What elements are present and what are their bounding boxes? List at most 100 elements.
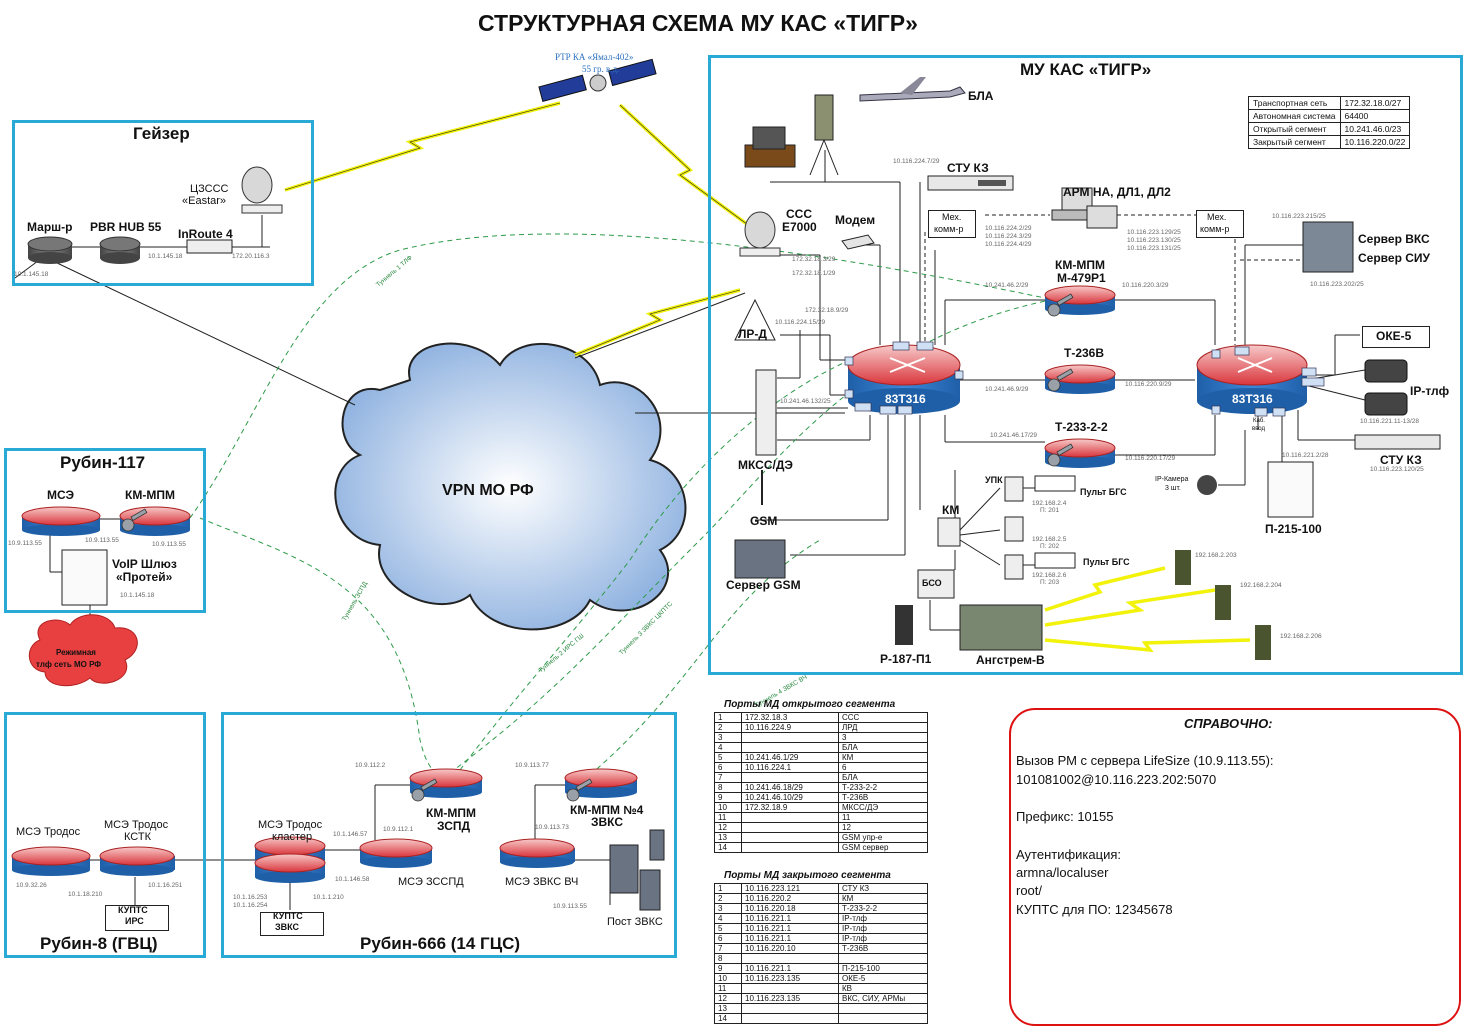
angstrem-label: Ангстрем-В bbox=[976, 653, 1045, 667]
r187-label: Р-187-П1 bbox=[880, 652, 932, 666]
ip-label: 10.116.223.129/25 bbox=[1127, 229, 1181, 236]
reference-line: root/ bbox=[1016, 883, 1043, 898]
ip-label: 192.168.2.206 bbox=[1280, 633, 1322, 640]
table-row: 14 bbox=[714, 1013, 928, 1024]
geyser-title: Гейзер bbox=[133, 124, 190, 143]
mech-label: Мех. bbox=[1207, 212, 1227, 222]
kupts-label2: ЗВКС bbox=[275, 922, 300, 932]
km4-label2: ЗВКС bbox=[591, 815, 624, 829]
ip-label: 10.241.46.9/29 bbox=[985, 386, 1029, 393]
vpn-cloud bbox=[334, 342, 687, 631]
pult-label: Пульт БГС bbox=[1080, 487, 1127, 497]
mech-label: комм-р bbox=[1200, 224, 1230, 234]
kupts-label: КУПТС bbox=[118, 905, 148, 915]
mu-panel bbox=[708, 55, 1463, 675]
modem-label: Модем bbox=[835, 213, 876, 227]
sss-label: ССС bbox=[786, 207, 812, 221]
km-label: КМ bbox=[942, 503, 960, 517]
radio-outline bbox=[284, 102, 756, 356]
mse-trodos-label: МСЭ Тродос bbox=[16, 826, 81, 838]
pbr-label: PBR HUB 55 bbox=[90, 220, 162, 234]
ip-label: 10.116.220.17/29 bbox=[1125, 455, 1176, 462]
mse-zspd-label: МСЭ ЗССПД bbox=[398, 876, 464, 888]
bla-label: БЛА bbox=[968, 89, 994, 103]
ip-label: 192.168.2.204 bbox=[1240, 582, 1282, 589]
closed-ports-title: Порты МД закрытого сегмента bbox=[724, 870, 891, 881]
iptlf-label: IP-тлф bbox=[1410, 384, 1450, 398]
ip-label: 10.116.221.2/28 bbox=[1282, 452, 1329, 459]
reference-line: Аутентификация: bbox=[1016, 847, 1121, 862]
kupts-zvks-box bbox=[260, 912, 324, 936]
ip-label: 10.9.112.1 bbox=[383, 826, 414, 833]
reference-line: КУПТС для ПО: 12345678 bbox=[1016, 902, 1173, 917]
kmmpm-main-label: КМ-МПМ bbox=[1055, 258, 1105, 272]
router-shapes bbox=[11, 236, 1308, 883]
ip-label: 10.241.46.17/29 bbox=[990, 432, 1037, 439]
router-arrows bbox=[889, 357, 1273, 373]
ip-label: 10.116.224.7/29 bbox=[893, 158, 940, 165]
post-label: Пост ЗВКС bbox=[607, 916, 663, 928]
ip-label: 10.9.113.55 bbox=[8, 540, 42, 547]
p215-label: П-215-100 bbox=[1265, 522, 1322, 536]
ip-label: 10.1.16.251 bbox=[148, 882, 183, 889]
ip-label: 192.168.2.203 bbox=[1195, 552, 1237, 559]
satellite-label: РТР КА «Ямал-402» bbox=[555, 52, 634, 62]
ip-label: 10.116.223.130/25 bbox=[1127, 237, 1181, 244]
info-cell: Закрытый сегмент bbox=[1248, 135, 1341, 149]
info-cell: Транспортная сеть bbox=[1248, 96, 1341, 110]
cluster-label: МСЭ Тродос bbox=[258, 819, 323, 831]
server-siu-label: Сервер СИУ bbox=[1358, 251, 1430, 265]
ip-label: 10.116.224.4/29 bbox=[985, 241, 1032, 248]
ip-label: 172.32.18.1/29 bbox=[792, 270, 836, 277]
rubin117-panel bbox=[4, 448, 206, 613]
ip-label: П: 203 bbox=[1040, 579, 1060, 586]
stu-kz2-label: СТУ КЗ bbox=[1380, 453, 1422, 467]
info-cell: 172.32.18.0/27 bbox=[1339, 96, 1411, 110]
ip-label: 10.9.113.77 bbox=[515, 762, 549, 769]
mkss-label: МКСС/ДЭ bbox=[738, 458, 793, 472]
mech-label: комм-р bbox=[934, 224, 964, 234]
voip-proteus: «Протей» bbox=[116, 570, 173, 584]
reference-title: СПРАВОЧНО: bbox=[1184, 716, 1273, 731]
ip-label: 10.116.223.120/25 bbox=[1370, 466, 1424, 473]
rubin8-panel bbox=[4, 712, 206, 958]
ip-label: 172.20.116.3 bbox=[232, 253, 270, 260]
ip-label: 10.1.146.58 bbox=[335, 876, 370, 883]
stu-kz-label: СТУ КЗ bbox=[947, 161, 989, 175]
e7000-label: Е7000 bbox=[782, 220, 817, 234]
ip-label: 10.9.113.55 bbox=[553, 903, 587, 910]
tlf-network-label: Режимная bbox=[56, 648, 96, 657]
cable-label: ввод bbox=[1252, 426, 1266, 432]
tlf-cloud bbox=[28, 614, 138, 687]
ip-label: 192.168.2.5 bbox=[1032, 536, 1067, 543]
rubin666-title: Рубин-666 (14 ГЦС) bbox=[360, 934, 521, 953]
bso-label: БСО bbox=[922, 578, 942, 588]
ip-label: 10.1.145.18 bbox=[120, 592, 155, 599]
open-ports-title: Порты МД открытого сегмента bbox=[724, 699, 896, 710]
camera-count: 3 шт. bbox=[1165, 485, 1181, 492]
reference-line: Префикс: 10155 bbox=[1016, 809, 1114, 824]
kupts-label2: ИРС bbox=[125, 916, 144, 926]
ip-label: П: 202 bbox=[1040, 543, 1060, 550]
ip-label: 192.168.2.6 bbox=[1032, 572, 1067, 579]
camera-label: IP-Камера bbox=[1155, 476, 1189, 483]
mse-kstk-label: МСЭ Тродос bbox=[104, 819, 169, 831]
ip-label: 10.1.145.18 bbox=[148, 253, 183, 260]
ip-label: 172.32.18.9/29 bbox=[805, 307, 849, 314]
port-squares bbox=[844, 341, 1325, 417]
ip-label: П: 201 bbox=[1040, 507, 1060, 514]
